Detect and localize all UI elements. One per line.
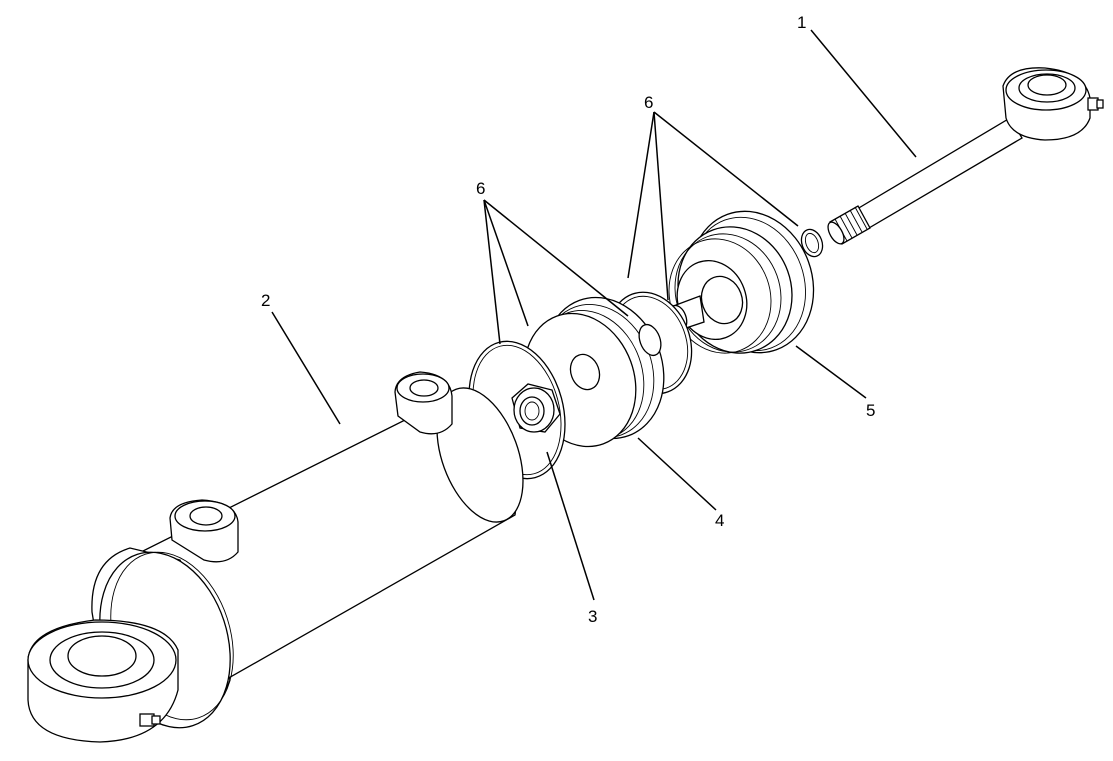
barrel-port-top	[394, 371, 453, 435]
callout-6-piston-seals: 6	[476, 179, 485, 198]
callout-6-head-seals: 6	[644, 93, 653, 112]
callout-2: 2	[261, 291, 270, 310]
callout-3: 3	[588, 607, 597, 626]
rod-assembly	[827, 67, 1104, 245]
callout-5: 5	[866, 401, 875, 420]
barrel-port-base	[169, 499, 239, 563]
callout-leaders	[271, 29, 917, 601]
cylinder-head	[668, 210, 815, 354]
barrel-base-eye	[27, 619, 179, 743]
piston-nut	[511, 383, 561, 433]
callout-1: 1	[797, 13, 806, 32]
callout-4: 4	[715, 511, 724, 530]
cylinder-barrel	[27, 371, 524, 743]
